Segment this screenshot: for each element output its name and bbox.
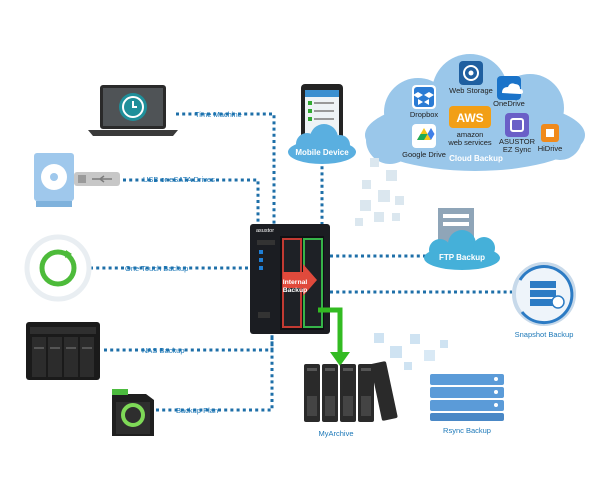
time-machine-laptop: [88, 85, 178, 136]
ftp-backup-label: FTP Backup: [439, 253, 485, 262]
ez-sync-icon: [505, 113, 529, 137]
time-machine-label: Time Machine: [195, 110, 242, 119]
internal-backup-label-2: Backup: [283, 287, 308, 294]
aws-line1: amazon: [457, 130, 484, 139]
cube-particles-right: [374, 333, 448, 370]
connector-time-machine: [176, 112, 276, 228]
web-storage-icon: [459, 61, 483, 85]
myarchive-arrow: [318, 307, 350, 366]
internal-backup-arrow: [283, 264, 317, 296]
backup-plan-group: [112, 389, 154, 436]
internal-backup-label-1: Internal: [283, 279, 308, 286]
connector-usb: [123, 178, 260, 228]
snapshot-icon: [530, 281, 556, 288]
nas-brand: asustor: [256, 228, 274, 234]
cloud-backup-group: Dropbox Web Storage OneDrive AWS amazon …: [365, 54, 585, 171]
central-nas: asustor Internal Backup: [250, 224, 330, 334]
ez-sync-label-2: EZ Sync: [503, 145, 532, 154]
rsync-backup-label: Rsync Backup: [443, 426, 491, 435]
usb-drive-group: [34, 153, 120, 207]
myarchive-label: MyArchive: [318, 429, 353, 438]
backup-plan-label: Backup Plan: [176, 406, 218, 415]
one-touch-icon: [39, 249, 77, 287]
onedrive-icon: [497, 76, 523, 100]
web-storage-label: Web Storage: [449, 86, 493, 95]
onedrive-label: OneDrive: [493, 99, 525, 108]
backup-plan-icon: [121, 403, 145, 427]
aws-logo-text: AWS: [456, 111, 483, 125]
cloud-shape: [365, 54, 585, 171]
nas-backup-device: [26, 322, 100, 380]
one-touch-label: One Touch Backup: [125, 264, 188, 273]
aws-icon: AWS: [449, 106, 491, 128]
ftp-backup-group: FTP Backup: [424, 208, 500, 270]
dropbox-icon: [412, 85, 436, 109]
snapshot-backup-group: [512, 262, 576, 326]
nas-backup-label: NAS Backup: [142, 346, 185, 355]
usb-esata-label: USB or eSATA Drives: [143, 175, 215, 184]
rsync-backup-group: [430, 374, 504, 421]
mobile-device-group: Mobile Device: [288, 84, 356, 164]
cloud-backup-label: Cloud Backup: [449, 154, 503, 163]
google-drive-label: Google Drive: [402, 150, 446, 159]
ez-sync-label-1: ASUSTOR: [499, 137, 536, 146]
aws-line2: web services: [447, 138, 492, 147]
snapshot-backup-label: Snapshot Backup: [515, 330, 574, 339]
hidrive-label: HiDrive: [538, 144, 563, 153]
hidrive-icon: [541, 124, 559, 142]
connector-nas-backup: [104, 322, 274, 352]
myarchive-drives: [304, 361, 398, 422]
google-drive-icon: [412, 124, 436, 148]
mobile-device-label: Mobile Device: [295, 148, 349, 157]
one-touch-group: [24, 234, 92, 302]
ftp-cloud: [424, 230, 500, 270]
mobile-cloud: [288, 124, 356, 164]
connector-backup-plan: [156, 330, 274, 412]
cube-particles: [355, 158, 404, 226]
dropbox-label: Dropbox: [410, 110, 439, 119]
